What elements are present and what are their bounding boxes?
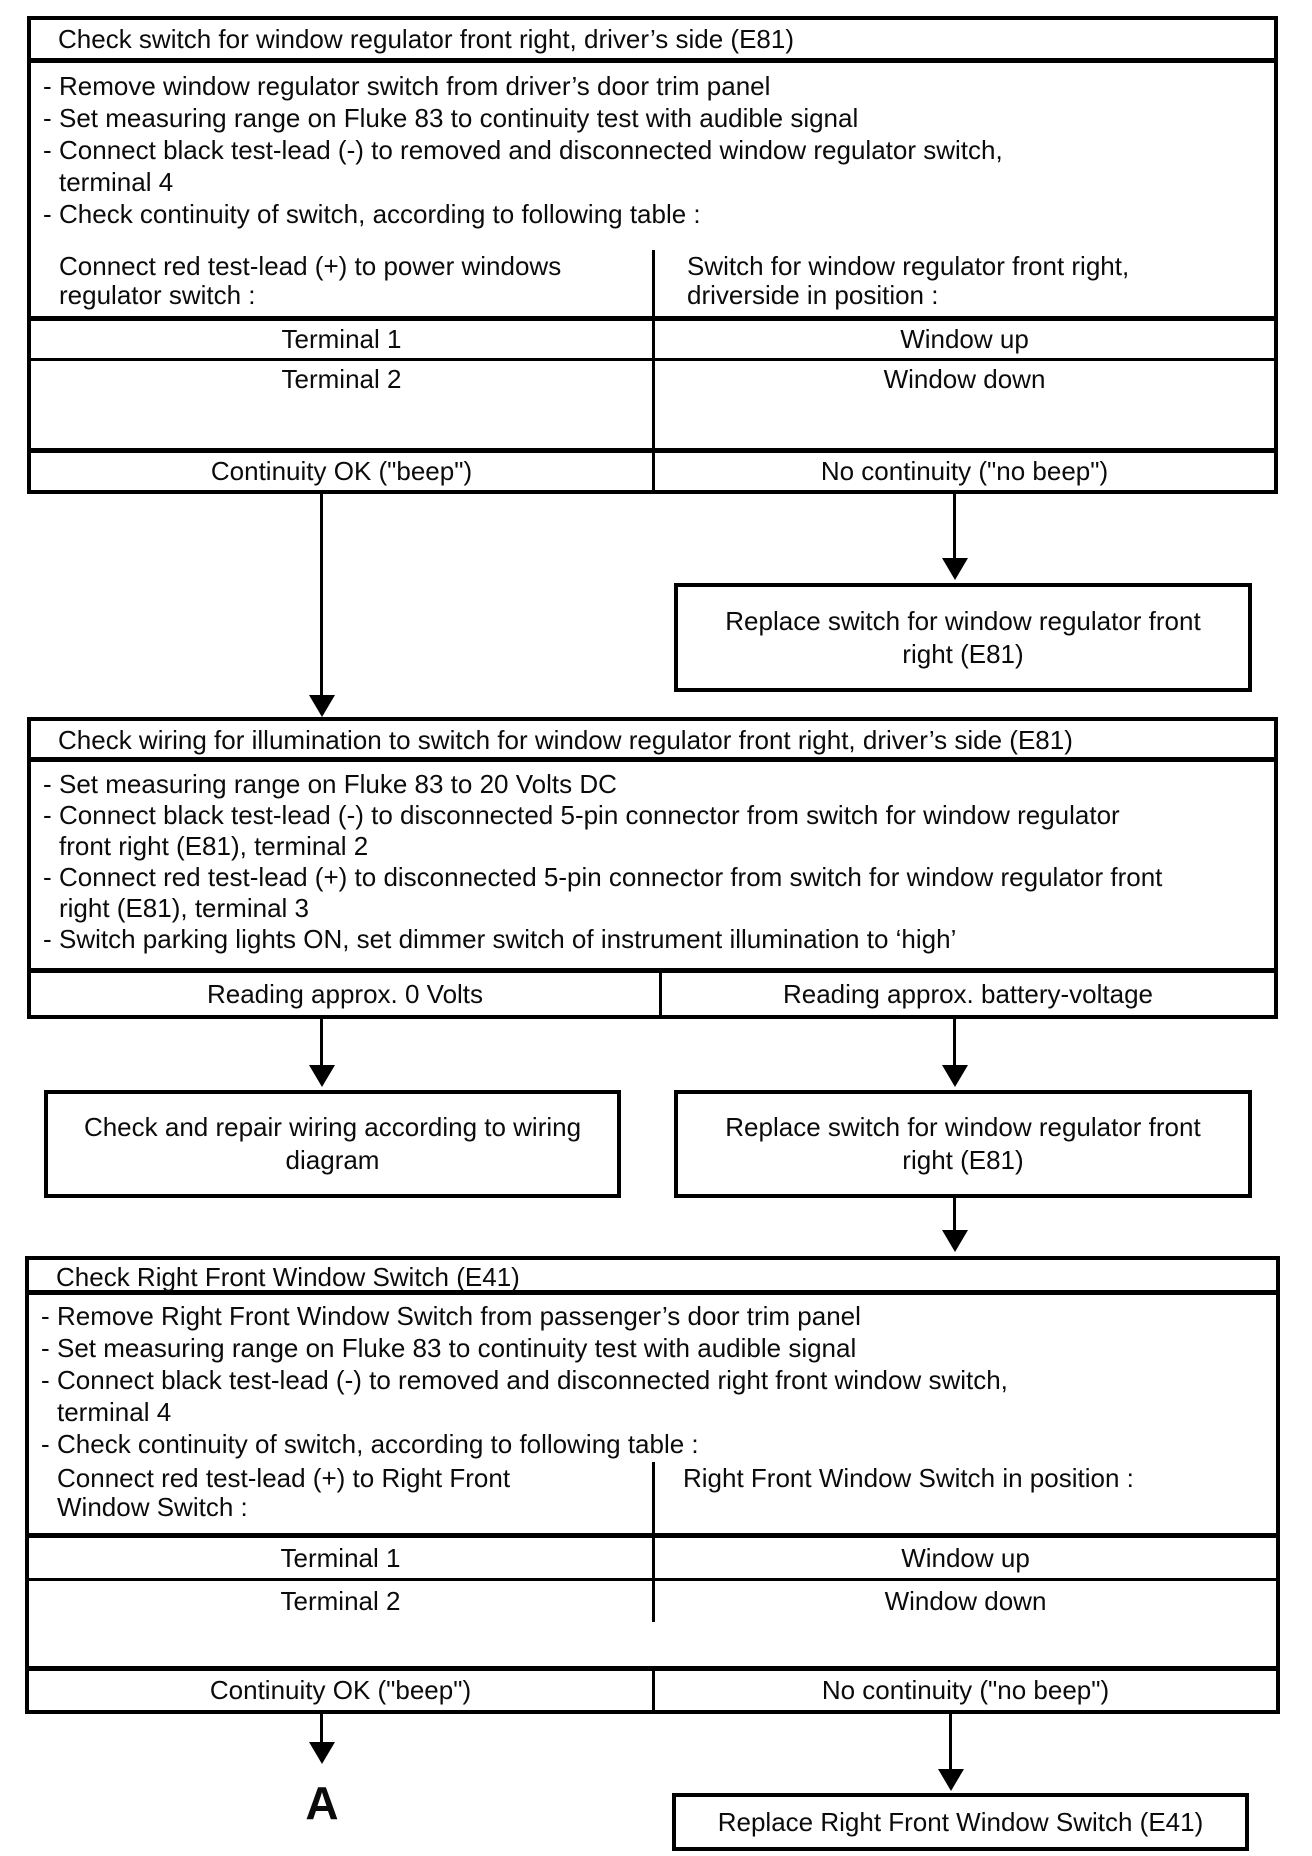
column-divider [652, 1462, 655, 1622]
procedure-step: -Set measuring range on Fluke 83 to cont… [33, 102, 1270, 134]
procedure-step: -Check continuity of switch, according t… [31, 1428, 1272, 1460]
column-divider [652, 250, 655, 490]
table-rule-heavy [29, 1666, 1276, 1671]
outcome-reading-battery: Reading approx. battery-voltage [782, 979, 1153, 1009]
table-header-right: Right Front Window Switch in position : [683, 1463, 1134, 1493]
action-box-replace-e41: Replace Right Front Window Switch (E41) [672, 1793, 1249, 1851]
flow-arrowhead [309, 695, 335, 717]
procedure-step: -Set measuring range on Fluke 83 to 20 V… [33, 769, 1270, 800]
procedure-step: -Connect black test-lead (-) to removed … [33, 134, 1270, 198]
bullet-dash: - [43, 862, 52, 892]
procedure-step: -Check continuity of switch, according t… [33, 198, 1270, 230]
flow-arrow-down [953, 1019, 956, 1067]
flow-arrowhead [309, 1742, 335, 1764]
flow-arrow-down [320, 494, 323, 697]
bullet-dash: - [43, 135, 52, 165]
table-cell-terminal: Terminal 2 [280, 1586, 401, 1616]
column-divider [659, 973, 662, 1015]
panel-title-bar: Check Right Front Window Switch (E41) [29, 1260, 1276, 1295]
bullet-dash: - [43, 924, 52, 954]
table-cell-position: Window down [884, 1586, 1047, 1616]
outcome-continuity-ok: Continuity OK ("beep") [209, 1675, 472, 1705]
procedure-step: -Remove window regulator switch from dri… [33, 70, 1270, 102]
flow-arrow-down [953, 1198, 956, 1232]
bullet-dash: - [43, 103, 52, 133]
flow-arrowhead [942, 1065, 968, 1087]
action-box-check-repair-wiring: Check and repair wiring according to wir… [44, 1090, 621, 1198]
bullet-dash: - [43, 769, 52, 799]
procedure-step: -Connect black test-lead (-) to disconne… [33, 800, 1270, 862]
panel-title-bar: Check switch for window regulator front … [31, 20, 1274, 63]
table-header-right: Switch for window regulator front right,… [687, 251, 1130, 310]
table-cell-position: Window up [900, 324, 1029, 354]
panel-check-right-front-window-switch: Check Right Front Window Switch (E41) -R… [25, 1256, 1280, 1714]
flow-arrow-down [320, 1019, 323, 1067]
table-cell-terminal: Terminal 2 [281, 364, 402, 394]
bullet-dash: - [43, 199, 52, 229]
flow-arrow-down [320, 1714, 323, 1744]
action-box-replace-switch-e81: Replace switch for window regulator fron… [674, 1090, 1252, 1198]
flow-arrowhead [938, 1769, 964, 1791]
flow-arrowhead [942, 1230, 968, 1252]
procedure-step: -Switch parking lights ON, set dimmer sw… [33, 924, 1270, 955]
table-rule-heavy [31, 968, 1274, 973]
panel-title: Check Right Front Window Switch (E41) [56, 1262, 520, 1292]
action-box-replace-switch-e81: Replace switch for window regulator fron… [674, 583, 1252, 692]
bullet-dash: - [41, 1365, 50, 1395]
flow-arrow-down [953, 494, 956, 560]
procedure-step: -Connect red test-lead (+) to disconnect… [33, 862, 1270, 924]
connector-label-a: A [305, 1777, 339, 1829]
bullet-dash: - [41, 1333, 50, 1363]
panel-title: Check switch for window regulator front … [58, 24, 794, 54]
outcome-no-continuity: No continuity ("no beep") [820, 456, 1109, 486]
panel-check-switch-e81: Check switch for window regulator front … [27, 16, 1278, 494]
bullet-dash: - [41, 1301, 50, 1331]
outcome-no-continuity: No continuity ("no beep") [821, 1675, 1110, 1705]
table-header-left: Connect red test-lead (+) to power windo… [59, 251, 562, 310]
table-cell-position: Window down [883, 364, 1046, 394]
procedure-steps: -Remove Right Front Window Switch from p… [31, 1300, 1272, 1460]
column-divider [652, 1671, 655, 1710]
procedure-step: -Remove Right Front Window Switch from p… [31, 1300, 1272, 1332]
flow-arrow-down [949, 1714, 952, 1772]
procedure-steps: -Remove window regulator switch from dri… [33, 70, 1270, 230]
procedure-step: -Connect black test-lead (-) to removed … [31, 1364, 1272, 1428]
outcome-reading-0v: Reading approx. 0 Volts [206, 979, 484, 1009]
panel-title: Check wiring for illumination to switch … [58, 725, 1073, 755]
outcome-continuity-ok: Continuity OK ("beep") [210, 456, 473, 486]
bullet-dash: - [43, 71, 52, 101]
procedure-step: -Set measuring range on Fluke 83 to cont… [31, 1332, 1272, 1364]
flow-arrowhead [942, 558, 968, 580]
procedure-steps: -Set measuring range on Fluke 83 to 20 V… [33, 769, 1270, 955]
table-cell-position: Window up [901, 1543, 1030, 1573]
table-header-left: Connect red test-lead (+) to Right Front… [57, 1463, 511, 1522]
bullet-dash: - [41, 1429, 50, 1459]
panel-title-bar: Check wiring for illumination to switch … [31, 721, 1274, 762]
panel-check-wiring-illumination: Check wiring for illumination to switch … [27, 717, 1278, 1019]
flow-arrowhead [309, 1065, 335, 1087]
table-cell-terminal: Terminal 1 [280, 1543, 401, 1573]
bullet-dash: - [43, 800, 52, 830]
table-cell-terminal: Terminal 1 [281, 324, 402, 354]
